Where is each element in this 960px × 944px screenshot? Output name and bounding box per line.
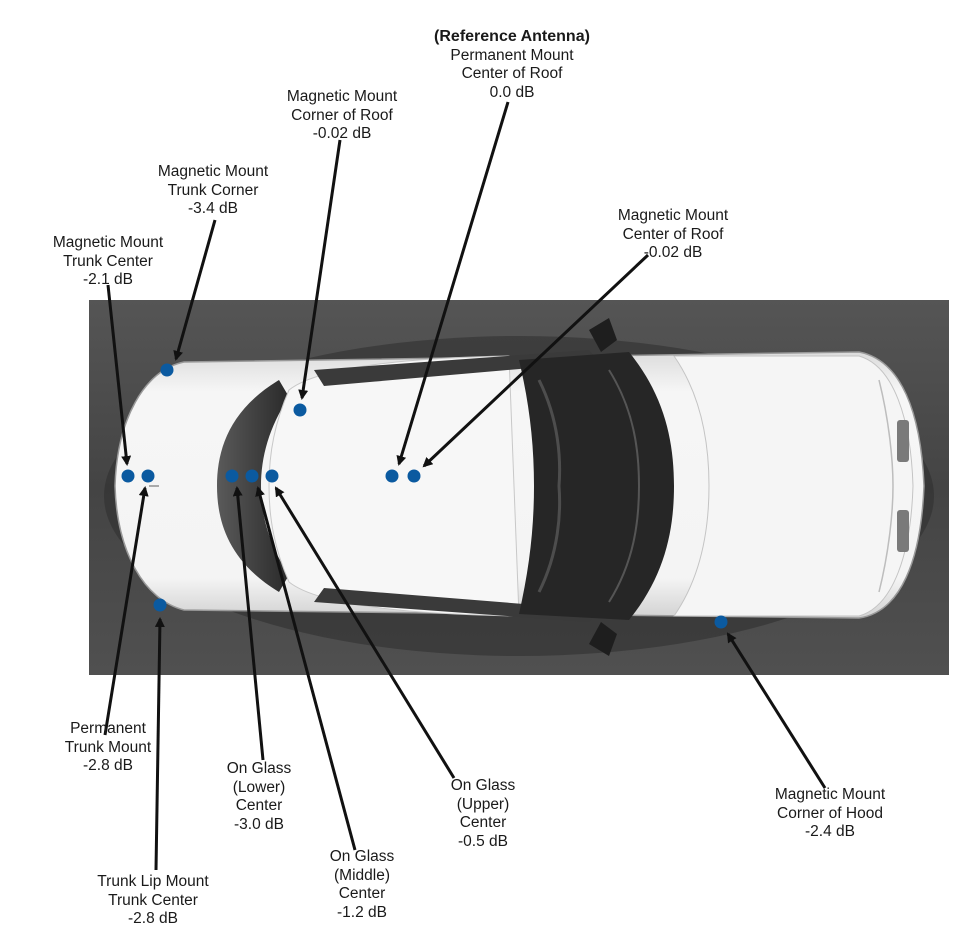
- arrow-glass-middle: [255, 486, 357, 851]
- hood: [673, 355, 914, 617]
- arrow-reference: [396, 101, 510, 466]
- label-line: Trunk Corner: [167, 181, 259, 199]
- label-value: -2.8 dB: [83, 757, 133, 774]
- label-line: (Lower): [232, 778, 286, 796]
- label-perm-trunk: Permanent Trunk Mount -2.8 dB: [23, 720, 193, 776]
- arrow-perm-trunk: [103, 486, 149, 736]
- label-line: Magnetic Mount: [157, 163, 269, 180]
- label-line: On Glass: [450, 777, 516, 794]
- marker-mag-hood: [714, 615, 728, 629]
- label-value: 0.0 dB: [489, 83, 535, 101]
- label-value: -3.0 dB: [234, 815, 284, 833]
- label-line: Center: [338, 885, 386, 902]
- arrow-mag-trunk-corner: [173, 219, 217, 361]
- label-value: -3.4 dB: [188, 200, 238, 217]
- label-line: Center: [459, 814, 507, 831]
- label-line: Trunk Lip Mount: [97, 873, 209, 890]
- label-line: (Middle): [334, 866, 390, 884]
- label-value: -2.1 dB: [83, 271, 133, 288]
- rear-window: [217, 380, 289, 592]
- label-line: Permanent: [70, 720, 146, 737]
- label-mag-trunk-corner: Magnetic Mount Trunk Corner -3.4 dB: [128, 163, 298, 219]
- car-top-view-photo: [89, 300, 949, 675]
- label-value: -2.4 dB: [805, 823, 855, 840]
- label-line: Corner of Roof: [291, 106, 393, 124]
- label-line: Trunk Center: [63, 252, 153, 270]
- label-line: Center of Roof: [461, 65, 563, 82]
- mirror-bottom: [589, 622, 617, 656]
- headlight-bottom: [897, 510, 909, 552]
- arrow-glass-upper: [274, 486, 456, 779]
- label-value: -2.8 dB: [128, 910, 178, 927]
- label-line: Center of Roof: [622, 225, 724, 243]
- label-glass-upper: On Glass (Upper) Center -0.5 dB: [398, 777, 568, 851]
- label-line: Trunk Center: [108, 891, 198, 909]
- label-value: -0.02 dB: [643, 244, 703, 261]
- label-value: -0.02 dB: [312, 125, 372, 142]
- arrow-glass-lower: [232, 486, 265, 761]
- label-value: -1.2 dB: [337, 903, 387, 921]
- marker-reference: [385, 469, 399, 483]
- label-line: Magnetic Mount: [286, 88, 398, 105]
- label-trunk-lip: Trunk Lip Mount Trunk Center -2.8 dB: [68, 873, 238, 929]
- label-mag-hood: Magnetic Mount Corner of Hood -2.4 dB: [745, 786, 915, 842]
- arrow-mag-hood: [726, 632, 827, 789]
- label-line: Permanent Mount: [450, 46, 574, 64]
- marker-glass-upper: [265, 469, 279, 483]
- marker-trunk-lip: [153, 598, 167, 612]
- marker-glass-middle: [245, 469, 259, 483]
- headlight-top: [897, 420, 909, 462]
- reference-tag: (Reference Antenna): [434, 28, 590, 45]
- arrow-trunk-lip: [154, 617, 165, 871]
- arrow-mag-corner-roof: [298, 139, 342, 400]
- marker-mag-trunk-center: [121, 469, 135, 483]
- marker-perm-trunk: [141, 469, 155, 483]
- label-line: Center: [235, 797, 283, 814]
- side-window-top: [314, 350, 599, 386]
- label-glass-middle: On Glass (Middle) Center -1.2 dB: [277, 848, 447, 922]
- mirror-top: [589, 318, 617, 352]
- marker-glass-lower: [225, 469, 239, 483]
- label-line: Trunk Mount: [64, 738, 152, 756]
- arrow-mag-trunk-center: [106, 284, 132, 466]
- label-mag-corner-roof: Magnetic Mount Corner of Roof -0.02 dB: [257, 88, 427, 144]
- label-line: On Glass: [226, 760, 292, 777]
- windshield: [519, 352, 674, 620]
- label-line: Magnetic Mount: [52, 234, 164, 251]
- label-glass-lower: On Glass (Lower) Center -3.0 dB: [174, 760, 344, 834]
- label-line: Magnetic Mount: [617, 207, 729, 224]
- marker-mag-trunk-corner: [160, 363, 174, 377]
- label-value: -0.5 dB: [458, 832, 508, 850]
- label-mag-trunk-center: Magnetic Mount Trunk Center -2.1 dB: [23, 234, 193, 290]
- label-line: Magnetic Mount: [774, 786, 886, 803]
- label-line: On Glass: [329, 848, 395, 865]
- marker-mag-center-roof: [407, 469, 421, 483]
- marker-mag-corner-roof: [293, 403, 307, 417]
- arrow-mag-center-roof: [422, 253, 650, 468]
- label-line: Corner of Hood: [777, 804, 883, 822]
- label-mag-center-roof: Magnetic Mount Center of Roof -0.02 dB: [588, 207, 758, 263]
- label-reference-antenna: (Reference Antenna) Permanent Mount Cent…: [427, 28, 597, 102]
- label-line: (Upper): [456, 795, 510, 813]
